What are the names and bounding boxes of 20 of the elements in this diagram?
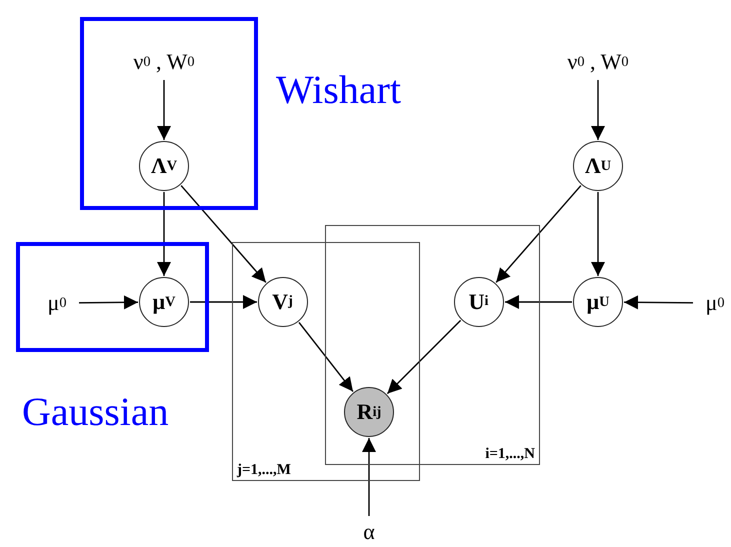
arrow <box>591 192 605 276</box>
distribution-label: Wishart <box>276 70 402 110</box>
arrow <box>190 295 257 309</box>
arrow <box>180 185 266 283</box>
hyperparameter-label: α <box>354 518 384 546</box>
plate-label: i=1,...,N <box>485 446 535 463</box>
arrow <box>157 192 171 276</box>
arrow <box>386 320 462 394</box>
arrow <box>624 295 693 310</box>
plate-label: j=1,...,M <box>237 462 291 479</box>
arrow <box>505 295 572 309</box>
arrow <box>298 322 354 392</box>
group-frame <box>16 242 209 352</box>
arrow <box>362 438 376 516</box>
group-frame <box>80 17 258 210</box>
arrow <box>157 80 171 140</box>
arrow <box>496 185 582 283</box>
arrow <box>591 80 605 140</box>
distribution-label: Gaussian <box>22 392 169 432</box>
arrow <box>79 295 138 310</box>
